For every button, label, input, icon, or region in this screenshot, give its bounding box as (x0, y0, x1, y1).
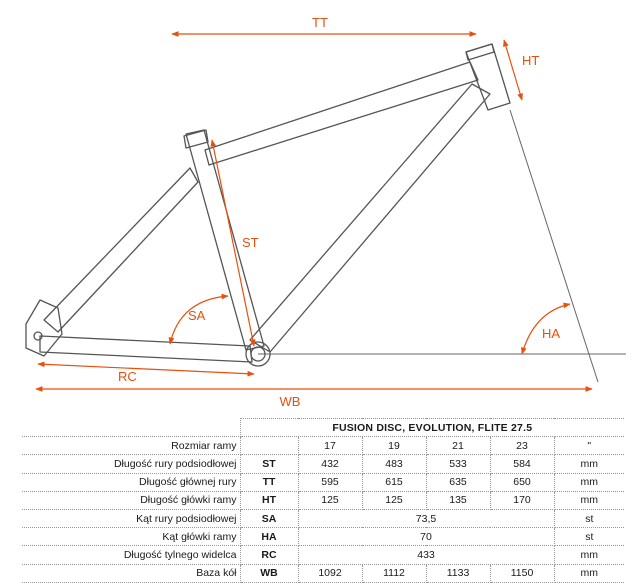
cell-value: 125 (362, 491, 427, 510)
row-symbol: RC (240, 545, 299, 565)
head-tube-cap (465, 43, 495, 61)
row-symbol: TT (240, 473, 299, 492)
cell-value: 584 (490, 454, 555, 474)
cell-value: 1092 (298, 564, 363, 583)
cell-value: 170 (490, 491, 555, 510)
row-label: Kąt rury podsiodłowej (22, 509, 241, 529)
row-symbol: HT (240, 491, 299, 510)
table-row-tt: Długość głównej rury TT 595 615 635 650 … (22, 473, 625, 492)
cell-value: 1133 (426, 564, 491, 583)
sa-angle-arc (168, 293, 229, 345)
table-row-sa: Kąt rury podsiodłowej SA 73,5 st (22, 509, 625, 529)
row-unit: " (554, 436, 625, 456)
row-unit: mm (554, 545, 625, 565)
row-label: Długość rury podsiodłowej (22, 454, 241, 474)
bottom-bracket-inner (250, 346, 266, 362)
ht-dimension-line (503, 39, 523, 101)
row-label: Baza kół (22, 564, 241, 583)
cell-value: 595 (298, 473, 363, 492)
seat-tube-collar (183, 129, 209, 149)
row-symbol: ST (240, 454, 299, 474)
row-label: Długość głównej rury (22, 473, 241, 492)
ht-label: HT (522, 53, 539, 68)
cell-value: 615 (362, 473, 427, 492)
rc-label: RC (118, 369, 137, 384)
row-unit: mm (554, 454, 625, 474)
row-symbol: WB (240, 564, 299, 583)
cell-value: 533 (426, 454, 491, 474)
st-dimension-line (210, 139, 256, 347)
table-title-spacer (22, 418, 241, 438)
table-row-size: Rozmiar ramy 17 19 21 23 " (22, 436, 625, 456)
sa-label: SA (188, 308, 206, 323)
cell-value: 483 (362, 454, 427, 474)
rear-axle (33, 331, 43, 341)
table-row-rc: Długość tylnego widelca RC 433 mm (22, 545, 625, 565)
row-label: Rozmiar ramy (22, 436, 241, 456)
cell-value-merged: 433 (298, 545, 555, 565)
tt-label: TT (312, 15, 328, 30)
table-title-row: FUSION DISC, EVOLUTION, FLITE 27.5 (22, 417, 625, 438)
chain-stay (39, 335, 253, 363)
row-unit: mm (554, 564, 625, 583)
rear-dropout (25, 299, 63, 357)
seat-stay (43, 167, 199, 333)
cell-value: 1150 (490, 564, 555, 583)
row-unit: st (554, 527, 625, 547)
down-tube (249, 83, 491, 353)
cell-value-merged: 73,5 (298, 509, 555, 529)
st-label: ST (242, 235, 259, 250)
cell-value: 21 (426, 436, 491, 456)
cell-value: 650 (490, 473, 555, 492)
row-label: Długość tylnego widelca (22, 545, 241, 565)
rc-dimension-line (37, 361, 255, 377)
row-symbol: HA (240, 527, 299, 547)
geometry-table: FUSION DISC, EVOLUTION, FLITE 27.5 Rozmi… (22, 417, 625, 583)
row-unit: st (554, 509, 625, 529)
table-row-ht: Długość główki ramy HT 125 125 135 170 m… (22, 491, 625, 510)
row-unit: mm (554, 491, 625, 510)
dimension-lines (35, 31, 593, 392)
cell-value: 635 (426, 473, 491, 492)
cell-value: 135 (426, 491, 491, 510)
table-row-wb: Baza kół WB 1092 1112 1133 1150 mm (22, 564, 625, 583)
cell-value: 1112 (362, 564, 427, 583)
dimension-labels: TT HT ST SA HA RC WB (118, 15, 560, 409)
cell-value: 17 (298, 436, 363, 456)
row-unit: mm (554, 473, 625, 492)
cell-value: 125 (298, 491, 363, 510)
cell-value-merged: 70 (298, 527, 555, 547)
bike-frame (25, 43, 511, 367)
row-symbol (240, 436, 299, 456)
ha-label: HA (542, 326, 560, 341)
ha-angle-arc (521, 302, 571, 355)
table-title: FUSION DISC, EVOLUTION, FLITE 27.5 (240, 417, 625, 438)
table-row-ha: Kąt główki ramy HA 70 st (22, 527, 625, 547)
table-row-st: Długość rury podsiodłowej ST 432 483 533… (22, 454, 625, 474)
cell-value: 432 (298, 454, 363, 474)
bottom-bracket-outer (245, 341, 271, 367)
steering-axis-line (509, 109, 599, 383)
cell-value: 19 (362, 436, 427, 456)
wb-label: WB (280, 394, 301, 409)
bike-frame-geometry-diagram: TT HT ST SA HA RC WB (25, 15, 626, 409)
row-symbol: SA (240, 509, 299, 529)
cell-value: 23 (490, 436, 555, 456)
row-label: Kąt główki ramy (22, 527, 241, 547)
top-tube (204, 61, 479, 166)
row-label: Długość główki ramy (22, 491, 241, 510)
